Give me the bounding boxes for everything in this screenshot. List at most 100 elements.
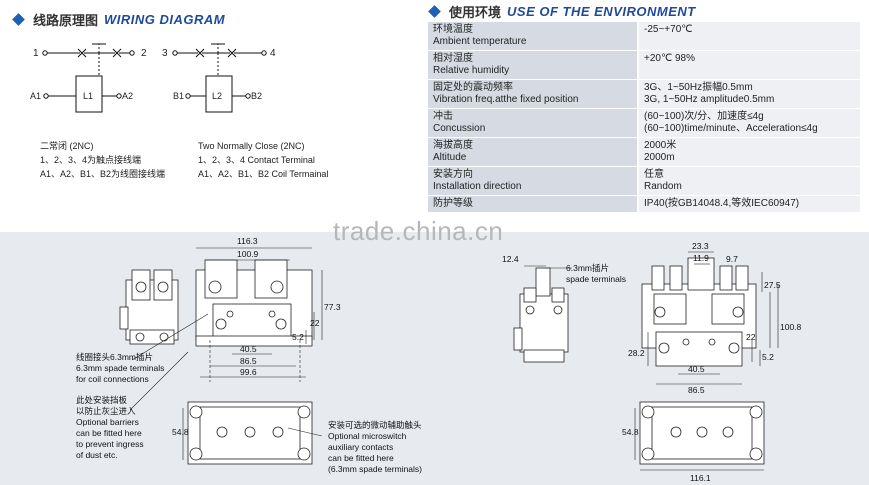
dim-54-8: 54.8 (172, 427, 189, 437)
environment-key: 防护等级 (428, 195, 638, 213)
dim-22-right: 22 (746, 332, 756, 342)
dim-40-5: 40.5 (240, 344, 257, 354)
dim-54-8-right: 54.8 (622, 427, 639, 437)
dim-12-4: 12.4 (502, 254, 519, 264)
environment-key-cn: 相对湿度 (433, 53, 473, 64)
note-line: (6.3mm spade terminals) (328, 464, 423, 474)
note-line: 此处安装挡板 (76, 395, 128, 405)
note-coil-terminals: 线圈接头6.3mm插片 6.3mm spade terminals for co… (76, 352, 164, 385)
dim-100-8: 100.8 (780, 322, 802, 332)
note-line: spade terminals (566, 274, 627, 284)
dim-40-5-right: 40.5 (688, 364, 705, 374)
caption-en-line: A1、A2、B1、B2 Coil Termainal (198, 169, 329, 179)
dim-116-3: 116.3 (237, 236, 258, 246)
environment-value: (60~100)次/分、加速度≤4g(60~100)time/minute、Ac… (637, 108, 860, 138)
coil-a2-label: A2 (122, 91, 134, 101)
environment-key-cn: 环境温度 (433, 24, 473, 35)
note-line: can be fitted here (76, 428, 142, 438)
note-line: can be fitted here (328, 453, 394, 463)
environment-value-line: (60~100)time/minute、Acceleration≤4g (644, 123, 818, 134)
note-line: 6.3mm spade terminals (76, 363, 165, 373)
environment-key-cn: 海拔高度 (433, 140, 473, 151)
environment-value-line: (60~100)次/分、加速度≤4g (644, 111, 764, 122)
environment-value: -25~+70℃ (637, 22, 860, 51)
note-barriers: 此处安装挡板 以防止灰尘进入 Optional barriers can be … (76, 395, 144, 461)
dim-99-6: 99.6 (240, 367, 257, 377)
dim-5-2-right: 5.2 (762, 352, 774, 362)
environment-title-cn: 使用环境 (449, 5, 502, 20)
dim-23-3: 23.3 (692, 241, 709, 251)
note-line: Optional barriers (76, 417, 139, 427)
caption-en-line: Two Normally Close (2NC) (198, 141, 305, 151)
note-line: for coil connections (76, 374, 149, 384)
terminal-4-label: 4 (270, 48, 276, 59)
environment-row: 防护等级 IP40(按GB14048.4,等效IEC60947) (428, 195, 860, 213)
coil-l2-label: L2 (212, 91, 223, 101)
dim-9-7: 9.7 (726, 254, 738, 264)
left-relay-drawings: 116.3 100.9 77.3 22 5.2 40.5 86.5 99.6 5… (119, 236, 341, 465)
environment-value-line: +20℃ 98% (644, 53, 695, 64)
caption-en-line: 1、2、3、4 Contact Terminal (198, 155, 315, 165)
wiring-schematic (42, 43, 267, 113)
dim-116-1: 116.1 (690, 473, 711, 483)
dim-11-9: 11.9 (693, 253, 709, 263)
wiring-title-en: WIRING DIAGRAM (104, 12, 226, 27)
right-relay-drawings: 12.4 23.3 11.9 9.7 27.5 100.8 28.2 22 5.… (502, 241, 802, 483)
environment-key-cn: 固定处的震动频率 (433, 82, 513, 93)
environment-section-title: 使用环境 USE OF THE ENVIRONMENT (428, 2, 696, 21)
wiring-title-cn: 线路原理图 (33, 13, 99, 28)
note-line: 线圈接头6.3mm插片 (76, 352, 153, 362)
environment-key-en: Ambient temperature (433, 36, 527, 47)
wiring-section-title: 线路原理图 WIRING DIAGRAM (12, 10, 226, 29)
environment-title-en: USE OF THE ENVIRONMENT (507, 4, 696, 19)
environment-value-line: 2000m (644, 152, 675, 163)
diamond-bullet-icon (12, 13, 25, 26)
environment-value-line: 任意 (644, 169, 664, 180)
diamond-bullet-icon (428, 5, 441, 18)
environment-value-line: Random (644, 181, 682, 192)
note-line: auxiliary contacts (328, 442, 394, 452)
environment-value-line: 2000米 (644, 140, 677, 151)
wiring-caption-en: Two Normally Close (2NC) 1、2、3、4 Contact… (198, 139, 328, 181)
note-spade-terminals: 6.3mm插片 spade terminals (566, 263, 626, 285)
terminal-1-label: 1 (33, 48, 39, 59)
coil-l1-label: L1 (83, 91, 94, 101)
coil-b1-label: B1 (173, 91, 185, 101)
environment-value-line: IP40(按GB14048.4,等效IEC60947) (644, 198, 800, 209)
dim-22: 22 (310, 318, 320, 328)
note-line: Optional microswitch (328, 431, 407, 441)
caption-cn-line: 1、2、3、4为触点接线端 (40, 155, 142, 165)
environment-key-en: Installation direction (433, 181, 522, 192)
coil-b2-label: B2 (251, 91, 263, 101)
environment-value-line: -25~+70℃ (644, 24, 693, 35)
environment-key-en: Relative humidity (433, 65, 510, 76)
dim-5-2: 5.2 (292, 332, 304, 342)
note-line: 以防止灰尘进入 (76, 406, 136, 416)
environment-value-line: 3G、1~50Hz振幅0.5mm (644, 82, 753, 93)
environment-key-en: Vibration freq.atthe fixed position (433, 94, 579, 105)
terminal-3-label: 3 (162, 48, 168, 59)
dim-86-5: 86.5 (240, 356, 257, 366)
environment-key-en: Altitude (433, 152, 467, 163)
watermark: trade.china.cn (333, 216, 504, 246)
wiring-caption-cn: 二常闭 (2NC) 1、2、3、4为触点接线端 A1、A2、B1、B2为线圈接线… (40, 139, 165, 181)
environment-value-line: 3G, 1~50Hz amplitude0.5mm (644, 94, 775, 105)
note-line: 安装可选的微动辅助触头 (328, 420, 422, 430)
caption-cn-line: 二常闭 (2NC) (40, 141, 94, 151)
dim-86-5-right: 86.5 (688, 385, 705, 395)
note-line: to prevent ingress (76, 439, 144, 449)
caption-cn-line: A1、A2、B1、B2为线圈接线端 (40, 169, 166, 179)
environment-key-en: Concussion (433, 123, 486, 134)
note-line: of dust etc. (76, 450, 118, 460)
